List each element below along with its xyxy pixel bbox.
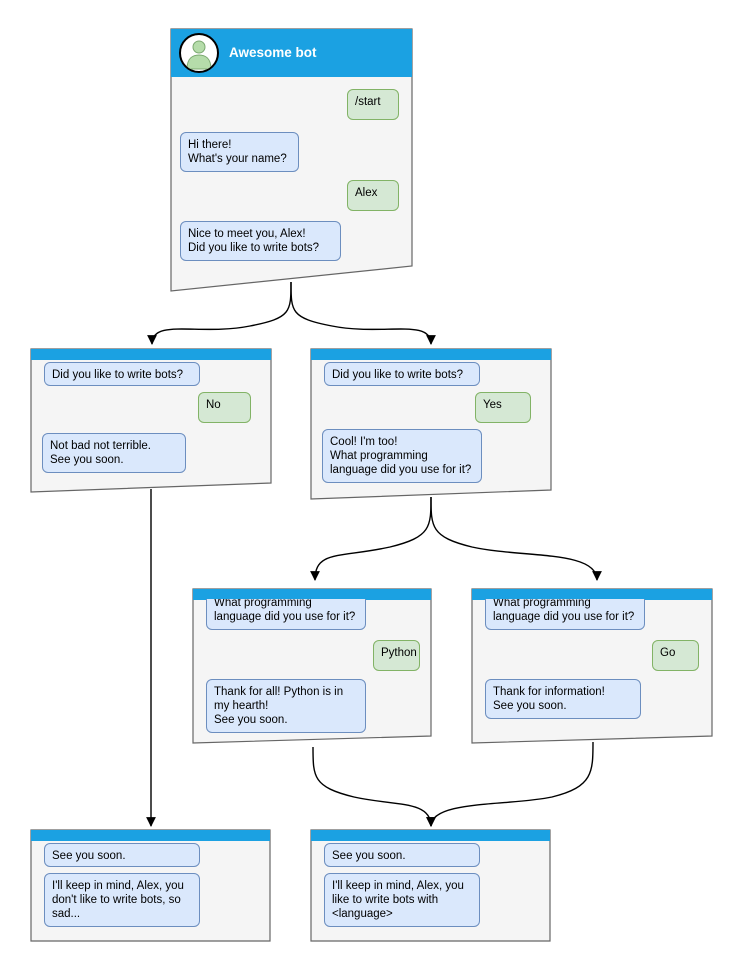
card-go-branch-header: [472, 589, 712, 600]
message-bubble-bot[interactable]: Nice to meet you, Alex! Did you like to …: [180, 221, 341, 261]
message-bubble-bot[interactable]: Not bad not terrible. See you soon.: [42, 433, 186, 473]
edge-yes-to-python: [310, 496, 432, 581]
edge-yes-to-go: [430, 496, 602, 581]
edge-python-to-end-happy: [312, 746, 436, 827]
message-bubble-bot[interactable]: Cool! I'm too! What programming language…: [322, 429, 482, 483]
card-no-branch-header: [31, 349, 271, 360]
card-python-branch[interactable]: What programming language did you use fo…: [192, 588, 432, 744]
message-bubble-user[interactable]: Python: [373, 640, 420, 671]
message-bubble-user[interactable]: No: [198, 392, 251, 423]
message-bubble-user[interactable]: Go: [652, 640, 699, 671]
card-root-header: Awesome bot: [171, 29, 412, 77]
message-bubble-bot[interactable]: Did you like to write bots?: [44, 362, 200, 386]
message-bubble-bot[interactable]: Did you like to write bots?: [324, 362, 480, 386]
card-yes-branch[interactable]: Did you like to write bots? Yes Cool! I'…: [310, 348, 552, 500]
message-bubble-bot[interactable]: I'll keep in mind, Alex, you like to wri…: [324, 873, 480, 927]
card-end-happy-header: [311, 830, 550, 841]
card-root[interactable]: Awesome bot /start Hi there! What's your…: [170, 28, 413, 292]
card-end-sad-header: [31, 830, 270, 841]
message-bubble-user[interactable]: Yes: [475, 392, 531, 423]
card-python-branch-header: [193, 589, 431, 600]
message-bubble-clip: What programming language did you use fo…: [485, 599, 665, 630]
message-bubble-user[interactable]: /start: [347, 89, 399, 120]
card-go-branch[interactable]: What programming language did you use fo…: [471, 588, 713, 744]
message-bubble-bot[interactable]: Hi there! What's your name?: [180, 132, 299, 172]
message-bubble-bot[interactable]: Thank for all! Python is in my hearth! S…: [206, 679, 366, 733]
message-bubble-clip: What programming language did you use fo…: [206, 599, 386, 630]
message-bubble-bot[interactable]: I'll keep in mind, Alex, you don't like …: [44, 873, 200, 927]
card-root-title: Awesome bot: [229, 45, 317, 60]
message-bubble-bot[interactable]: See you soon.: [44, 843, 200, 867]
card-no-branch[interactable]: Did you like to write bots? No Not bad n…: [30, 348, 272, 493]
person-avatar-icon: [179, 33, 219, 73]
message-bubble-bot[interactable]: Thank for information! See you soon.: [485, 679, 641, 719]
card-end-sad[interactable]: See you soon. I'll keep in mind, Alex, y…: [30, 829, 271, 942]
edge-go-to-end-happy: [426, 741, 594, 827]
card-yes-branch-header: [311, 349, 551, 360]
message-bubble-bot[interactable]: See you soon.: [324, 843, 480, 867]
card-end-happy[interactable]: See you soon. I'll keep in mind, Alex, y…: [310, 829, 551, 942]
message-bubble-user[interactable]: Alex: [347, 180, 399, 211]
message-bubble-bot[interactable]: What programming language did you use fo…: [485, 599, 645, 630]
message-bubble-bot[interactable]: What programming language did you use fo…: [206, 599, 366, 630]
